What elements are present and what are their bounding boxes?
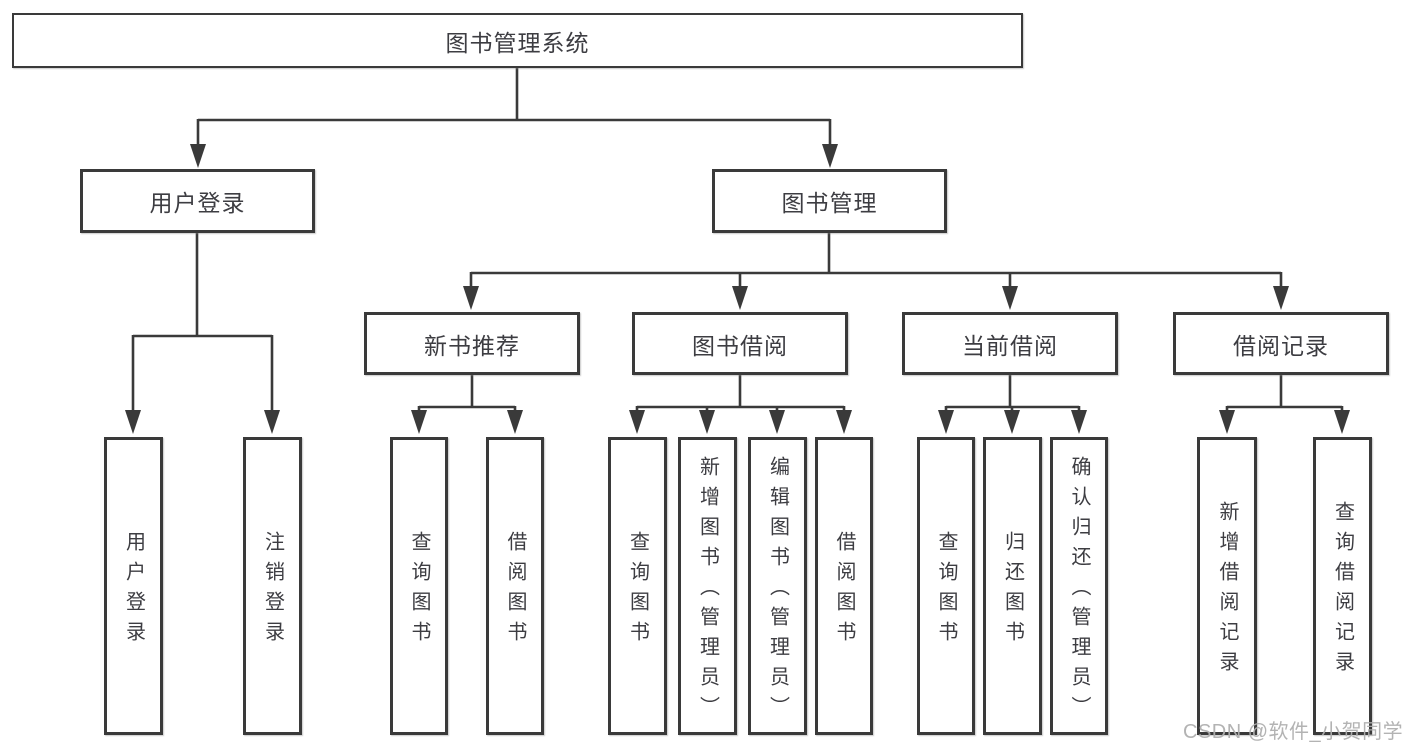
leaf-label: 查询图书	[408, 531, 430, 651]
leaf-label: 用户登录	[122, 531, 145, 651]
leaf-borrow-borrow-books: 借阅图书	[815, 437, 873, 735]
node-book-borrowing: 图书借阅	[632, 312, 848, 375]
leaf-query-borrow-record: 查询借阅记录	[1313, 437, 1372, 735]
leaf-label: 查询图书	[626, 531, 649, 651]
leaf-borrow-query-books: 查询图书	[608, 437, 667, 735]
node-book-management-branch: 图书管理	[712, 169, 947, 233]
leaf-confirm-return-admin: 确认归还（管理员）	[1050, 437, 1108, 735]
leaf-add-books-admin: 新增图书（管理员）	[678, 437, 737, 735]
leaf-add-borrow-record: 新增借阅记录	[1197, 437, 1257, 735]
leaf-label: 新增借阅记录	[1216, 501, 1238, 681]
leaf-label: 注销登录	[261, 531, 284, 651]
csdn-watermark: CSDN @软件_小贺同学	[1183, 721, 1404, 743]
leaf-current-query-books: 查询图书	[917, 437, 975, 735]
node-label: 借阅记录	[1233, 332, 1329, 359]
node-label: 图书管理	[781, 190, 878, 216]
leaf-newbook-borrow-books: 借阅图书	[486, 437, 544, 735]
leaf-label: 归还图书	[1001, 531, 1024, 651]
node-new-book-recommendation: 新书推荐	[364, 312, 580, 375]
node-library-management-system: 图书管理系统	[12, 13, 1023, 68]
leaf-return-books: 归还图书	[983, 437, 1042, 735]
leaf-label: 查询借阅记录	[1331, 501, 1354, 681]
node-borrowing-records: 借阅记录	[1173, 312, 1389, 375]
leaf-user-login: 用户登录	[104, 437, 163, 735]
leaf-label: 查询图书	[935, 531, 957, 651]
node-user-login-branch: 用户登录	[80, 169, 315, 233]
node-current-borrowing: 当前借阅	[902, 312, 1118, 375]
node-label: 图书借阅	[692, 332, 788, 359]
leaf-label: 编辑图书（管理员）	[766, 456, 789, 726]
leaf-logout-login: 注销登录	[243, 437, 302, 735]
node-label: 用户登录	[149, 190, 246, 216]
leaf-label: 借阅图书	[504, 531, 526, 651]
node-label: 图书管理系统	[445, 29, 590, 56]
leaf-label: 借阅图书	[833, 531, 855, 651]
leaf-newbook-query-books: 查询图书	[390, 437, 448, 735]
leaf-label: 新增图书（管理员）	[696, 456, 719, 726]
node-label: 新书推荐	[424, 332, 520, 359]
leaf-edit-books-admin: 编辑图书（管理员）	[748, 437, 807, 735]
leaf-label: 确认归还（管理员）	[1068, 456, 1090, 726]
node-label: 当前借阅	[962, 332, 1058, 359]
